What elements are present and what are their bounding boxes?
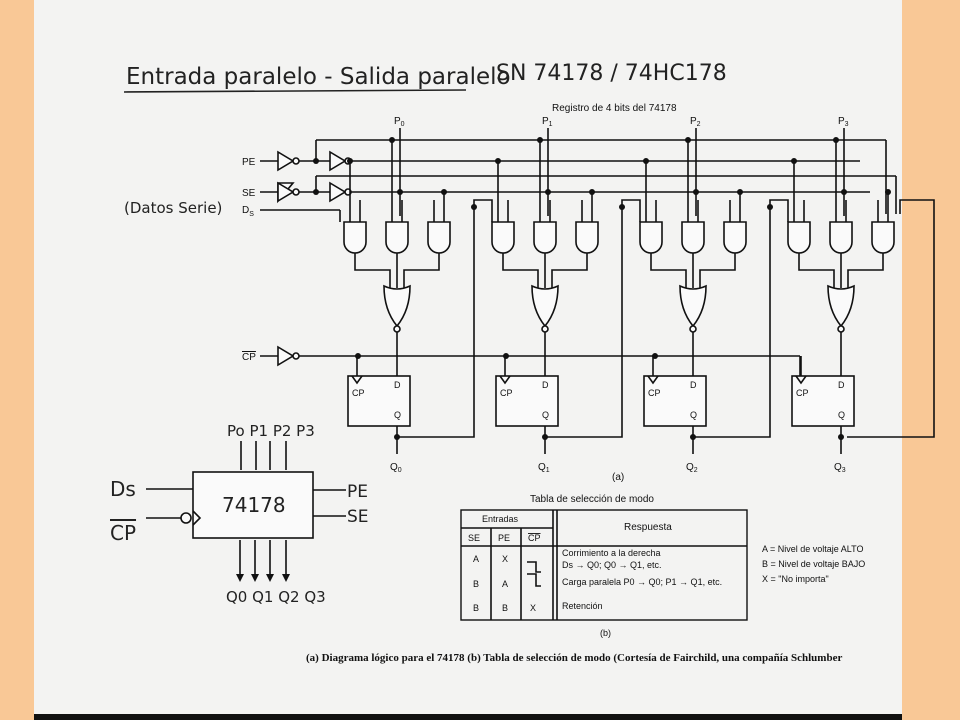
col-se: SE	[468, 533, 480, 543]
title-underline	[123, 89, 467, 93]
row1-resp2: Ds → Q0; Q0 → Q1, etc.	[562, 560, 662, 570]
row2-pe: A	[502, 579, 508, 589]
left-margin	[0, 0, 34, 720]
legend-b: B = Nivel de voltaje BAJO	[762, 559, 865, 569]
ff-q-label: Q	[394, 410, 401, 420]
ff-q-label: Q	[838, 410, 845, 420]
feedback-loop	[847, 199, 935, 438]
diagram-caption: Registro de 4 bits del 74178	[552, 103, 677, 114]
data-input-p3: P3	[838, 116, 849, 128]
chip-bottom-pins: Q0 Q1 Q2 Q3	[226, 588, 326, 606]
row3-se: B	[473, 603, 479, 613]
row2-resp1: Carga paralela P0 → Q0; P1 → Q1, etc.	[562, 577, 722, 587]
chip-symbol: Po P1 P2 P3 74178 Ds CP PE SE Q	[110, 422, 369, 606]
row2-se: B	[473, 579, 479, 589]
ff-clock-label: CP	[500, 388, 513, 398]
ff-clock-label: CP	[648, 388, 661, 398]
row3-pe: B	[502, 603, 508, 613]
chip-pin-se: SE	[347, 507, 369, 527]
chip-pin-pe: PE	[347, 482, 368, 502]
table-group-header: Entradas	[482, 514, 519, 524]
paper-sheet	[34, 0, 902, 714]
data-input-p1: P1	[542, 116, 553, 128]
ff-d-label: D	[838, 380, 845, 390]
ff-clock-label: CP	[352, 388, 365, 398]
label-b: (b)	[600, 628, 611, 638]
input-cp: CP	[242, 352, 256, 363]
serial-data-note: (Datos Serie)	[124, 199, 222, 217]
output-q3: Q3	[834, 462, 846, 474]
label-a: (a)	[612, 472, 624, 483]
row3-cp: X	[530, 603, 536, 613]
figure-caption: (a) Diagrama lógico para el 74178 (b) Ta…	[306, 652, 842, 664]
bottom-strip	[34, 714, 902, 720]
chip-pin-ds: Ds	[110, 477, 136, 501]
chip-top-pins: Po P1 P2 P3	[227, 422, 315, 440]
ff-clock-label: CP	[796, 388, 809, 398]
input-se: SE	[242, 188, 256, 199]
col-pe: PE	[498, 533, 510, 543]
control-buses	[315, 139, 897, 214]
ff-d-label: D	[542, 380, 549, 390]
chip-pin-cp: CP	[110, 521, 136, 545]
legend-a: A = Nivel de voltaje ALTO	[762, 544, 863, 554]
table-title: Tabla de selección de modo	[530, 494, 654, 505]
col-cp: CP	[528, 533, 541, 543]
data-input-p0: P0	[394, 116, 405, 128]
output-q1: Q1	[538, 462, 550, 474]
row1-se: A	[473, 554, 479, 564]
col-respuesta: Respuesta	[624, 522, 672, 533]
row1-pe: X	[502, 554, 508, 564]
chip-name: 74178	[222, 493, 286, 517]
ff-q-label: Q	[542, 410, 549, 420]
row3-resp1: Retención	[562, 601, 603, 611]
legend-x: X = "No importa"	[762, 574, 829, 584]
input-pe: PE	[242, 157, 256, 168]
data-input-p2: P2	[690, 116, 701, 128]
control-inverters	[260, 150, 801, 378]
ff-d-label: D	[394, 380, 401, 390]
ff-q-label: Q	[690, 410, 697, 420]
ff-d-label: D	[690, 380, 697, 390]
row1-resp1: Corrimiento a la derecha	[562, 548, 661, 558]
output-q2: Q2	[686, 462, 698, 474]
handwritten-title: Entrada paralelo - Salida paralelo	[126, 64, 511, 90]
output-q0: Q0	[390, 462, 402, 474]
input-ds: DS	[242, 205, 254, 218]
mode-table: Tabla de selección de modo Entradas SE P…	[460, 494, 748, 638]
part-number: SN 74178 / 74HC178	[496, 61, 727, 86]
